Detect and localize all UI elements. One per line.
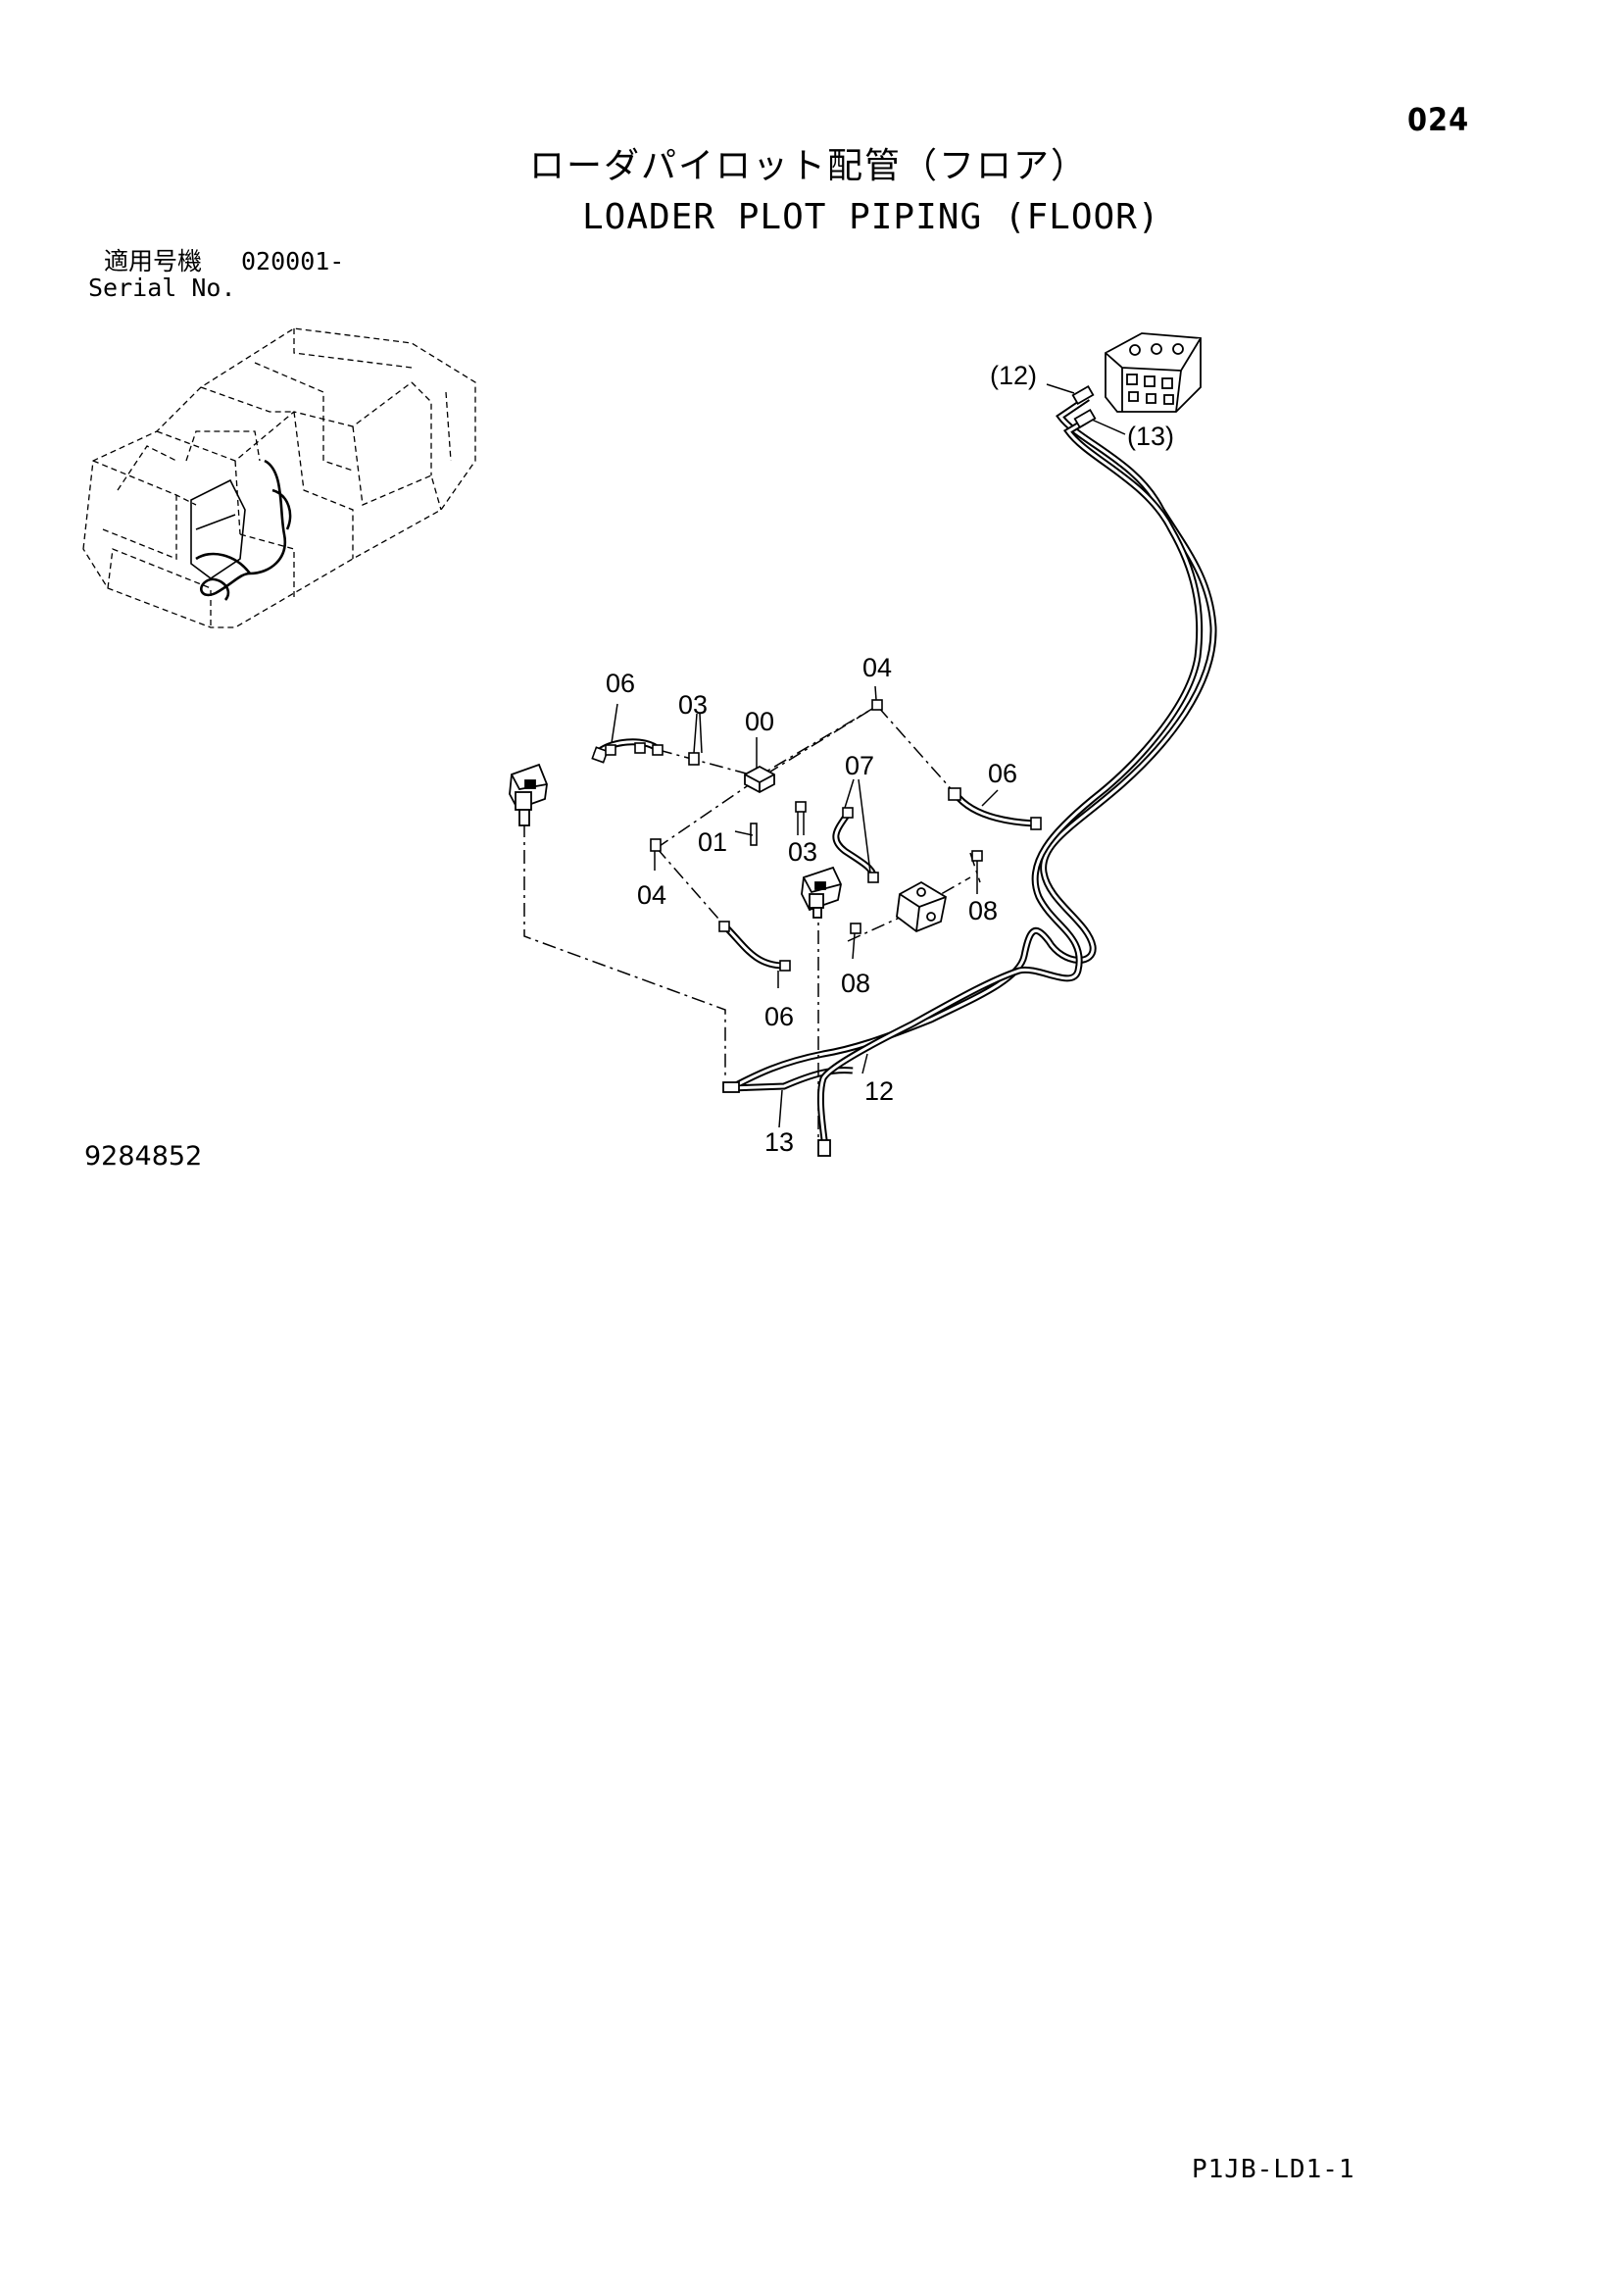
leader-lines [611,383,1126,1128]
pilot-hose-12 [728,395,1217,1092]
serial-number-value: 020001- [241,247,345,275]
fittings [591,699,1042,972]
hose-06-right [953,791,1035,827]
callout-06-bottom: 06 [764,1002,794,1031]
pilot-valve-left-icon [509,763,548,826]
pilot-valve-center-icon [801,866,842,919]
hose-06-bottom [722,923,785,970]
pilot-hose-13 [816,416,1204,1148]
callout-03-mid: 03 [788,837,817,867]
callout-01: 01 [698,827,727,857]
serial-label-japanese: 適用号機 [104,247,203,275]
block-00-icon [744,765,775,794]
callout-06-left: 06 [606,669,635,698]
callout-08-right: 08 [968,896,998,925]
page-code: P1JB-LD1-1 [1192,2155,1355,2184]
callout-04-left: 04 [637,880,666,910]
machine-location-overview [82,327,476,628]
callout-13-bottom: 13 [764,1127,794,1157]
callout-03-left: 03 [678,690,708,720]
serial-label-english: Serial No. [88,274,236,302]
illustration-number: 9284852 [84,1141,203,1172]
callout-12-bottom: 12 [864,1076,894,1106]
page-title-japanese: ローダパイロット配管（フロア） [529,146,1089,186]
hose-07 [832,812,878,879]
highlighted-piping-in-overview [195,459,292,601]
page-number: 024 [1407,101,1470,138]
callout-07: 07 [845,751,874,780]
callout-08-mid: 08 [841,969,870,998]
callout-06-right: 06 [988,759,1017,788]
callout-04-top: 04 [862,653,892,682]
page-title-english: LOADER PLOT PIPING (FLOOR) [582,197,1160,237]
callout-00: 00 [745,707,774,736]
shuttle-valve-icon [896,880,948,933]
seat-in-overview [190,478,246,579]
callout-13-top: (13) [1127,422,1174,451]
callout-12-top: (12) [990,361,1037,390]
hose-end-fittings [722,384,1097,1157]
control-valve-icon [1105,332,1202,413]
